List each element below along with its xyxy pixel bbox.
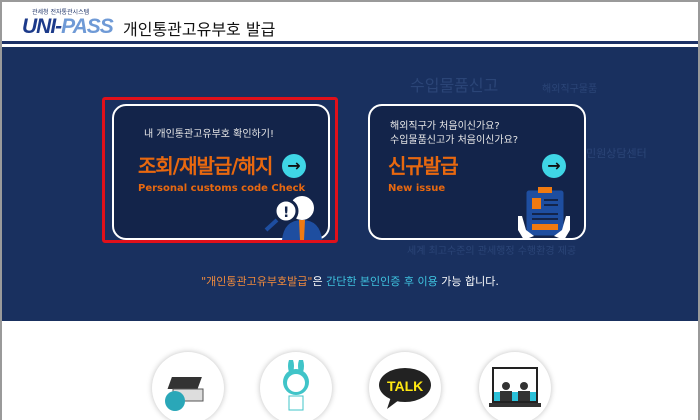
arrow-right-icon[interactable]: → bbox=[542, 154, 566, 178]
card-english: New issue bbox=[388, 183, 446, 194]
hero-section: 수입물품신고 해외직구물품 민원상담센터 세계 최고수준의 관세행정 수행환경 … bbox=[2, 47, 698, 321]
notice-highlight: 간단한 본인인증 후 이용 bbox=[326, 275, 438, 288]
unipass-guide-button[interactable] bbox=[152, 352, 224, 420]
header: 관세청 전자통관시스템 UNI-PASS 개인통관고유부호 발급 bbox=[2, 2, 698, 44]
watermark-text: 해외직구물품 bbox=[542, 84, 598, 95]
notice-part: 가능 합니다. bbox=[437, 275, 499, 288]
video-lecture-button[interactable] bbox=[479, 352, 551, 420]
lookup-reissue-card[interactable]: 내 개인통관고유부호 확인하기! 조회/재발급/해지 Personal cust… bbox=[112, 104, 330, 240]
agency-label: 관세청 전자통관시스템 bbox=[32, 9, 90, 16]
page-title: 개인통관고유부호 발급 bbox=[123, 20, 276, 39]
watermark-text: 민원상담센터 bbox=[586, 147, 647, 160]
rabbit-mascot-icon bbox=[283, 360, 309, 411]
notice-text: "개인통관고유부호발급"은 간단한 본인인증 후 이용 가능 합니다. bbox=[2, 273, 698, 289]
mascot-button[interactable] bbox=[260, 352, 332, 420]
arrow-right-icon[interactable]: → bbox=[282, 154, 306, 178]
notice-part: 은 bbox=[312, 275, 327, 288]
card-title: 조회/재발급/해지 bbox=[138, 154, 273, 178]
kakao-talk-button[interactable]: TALK bbox=[369, 352, 441, 420]
clipboard-icon bbox=[518, 187, 570, 240]
svg-text:!: ! bbox=[283, 205, 289, 221]
logo-text-pass: PASS bbox=[61, 15, 114, 38]
card-title: 신규발급 bbox=[388, 154, 459, 178]
watermark-text: 수입물품신고 bbox=[410, 76, 499, 95]
unipass-book-globe-icon bbox=[165, 377, 204, 411]
video-lecture-icon bbox=[489, 367, 541, 407]
card-subtitle: 해외직구가 처음이신가요? 수입물품신고가 처음이신가요? bbox=[390, 121, 519, 146]
card-english: Personal customs code Check bbox=[138, 183, 306, 194]
kakao-talk-icon: TALK bbox=[379, 368, 431, 409]
talk-label: TALK bbox=[387, 378, 423, 394]
card-subtitle: 내 개인통관고유부호 확인하기! bbox=[144, 129, 274, 140]
watermark-text: 세계 최고수준의 관세행정 수행환경 제공 bbox=[407, 246, 577, 257]
new-issue-card[interactable]: 해외직구가 처음이신가요? 수입물품신고가 처음이신가요? 신규발급 New i… bbox=[368, 104, 586, 240]
selection-highlight bbox=[102, 97, 338, 243]
unipass-logo[interactable]: UNI-PASS bbox=[22, 15, 114, 39]
notice-quoted: "개인통관고유부호발급" bbox=[201, 275, 313, 288]
magnifier-person-icon: ! bbox=[264, 196, 322, 240]
logo-text: UNI- bbox=[22, 15, 62, 38]
